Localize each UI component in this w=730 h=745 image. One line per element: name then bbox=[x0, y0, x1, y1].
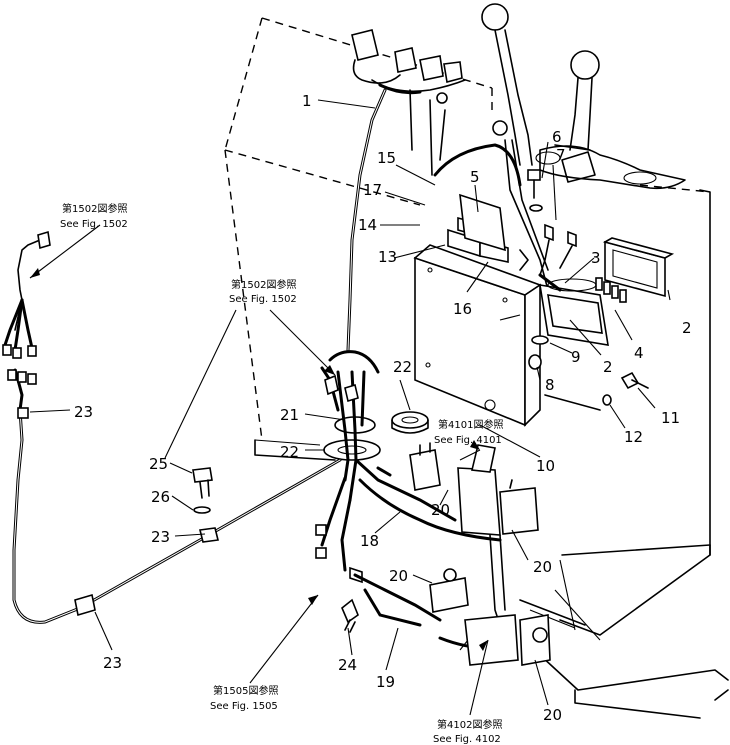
figure-references: 第1502図参照 See Fig. 1502 第1502図参照 See Fig.… bbox=[60, 202, 503, 745]
harness-bundle bbox=[315, 350, 457, 584]
ref-fig1502-mid-en: See Fig. 1502 bbox=[229, 294, 297, 305]
callout-25: 25 bbox=[149, 455, 168, 473]
bolt-6 bbox=[527, 169, 543, 212]
callout-10: 10 bbox=[536, 457, 555, 475]
arrow-icon bbox=[470, 440, 480, 450]
part-24 bbox=[341, 598, 359, 633]
left-harness-23 bbox=[2, 230, 342, 624]
bracket-center bbox=[457, 444, 519, 666]
switch-20-b bbox=[499, 479, 539, 535]
callout-19: 19 bbox=[376, 673, 395, 691]
callout-1: 1 bbox=[302, 92, 312, 110]
callout-6: 6 bbox=[552, 128, 562, 146]
cab-structure bbox=[224, 17, 729, 719]
callout-22: 22 bbox=[393, 358, 412, 376]
callout-22: 22 bbox=[280, 443, 299, 461]
callout-21: 21 bbox=[280, 406, 299, 424]
callout-20: 20 bbox=[431, 501, 450, 519]
callout-9: 9 bbox=[571, 348, 581, 366]
callout-26: 26 bbox=[151, 488, 170, 506]
ref-fig1502-top-en: See Fig. 1502 bbox=[60, 219, 128, 230]
callout-23: 23 bbox=[151, 528, 170, 546]
arrow-icon bbox=[324, 365, 335, 375]
callout-14: 14 bbox=[358, 216, 377, 234]
washer-9-nut-8 bbox=[528, 335, 549, 370]
ref-fig1502-mid-jp: 第1502図参照 bbox=[231, 278, 296, 291]
callout-12: 12 bbox=[624, 428, 643, 446]
top-connector-cluster bbox=[351, 29, 549, 291]
ref-fig1505-en: See Fig. 1505 bbox=[210, 701, 278, 712]
callout-20: 20 bbox=[533, 558, 552, 576]
callout-2: 2 bbox=[603, 358, 613, 376]
callout-8: 8 bbox=[545, 376, 555, 394]
cover-2 bbox=[602, 237, 675, 298]
callout-24: 24 bbox=[338, 656, 357, 674]
callout-20: 20 bbox=[389, 567, 408, 585]
washer-26 bbox=[193, 506, 211, 514]
lamps-4 bbox=[595, 277, 627, 303]
bolt-11 bbox=[620, 371, 649, 390]
callout-23: 23 bbox=[103, 654, 122, 672]
unit-5 bbox=[459, 193, 506, 252]
nut-12 bbox=[602, 394, 612, 406]
callout-13: 13 bbox=[378, 248, 397, 266]
callout-5: 5 bbox=[470, 168, 480, 186]
callout-2: 2 bbox=[682, 319, 692, 337]
callout-3: 3 bbox=[591, 249, 601, 267]
callout-15: 15 bbox=[377, 149, 396, 167]
ref-fig1502-top-jp: 第1502図参照 bbox=[62, 202, 127, 215]
switch-20-c bbox=[429, 568, 469, 613]
lever-knob-left-icon bbox=[481, 3, 509, 31]
ref-fig1505-jp: 第1505図参照 bbox=[213, 684, 278, 697]
callout-17: 17 bbox=[363, 181, 382, 199]
ref-fig4102-jp: 第4102図参照 bbox=[437, 718, 502, 731]
callout-23: 23 bbox=[74, 403, 93, 421]
ref-fig4102-en: See Fig. 4102 bbox=[433, 734, 501, 745]
arrowheads bbox=[30, 268, 488, 651]
switch-20-a bbox=[409, 442, 441, 491]
leader-lines bbox=[29, 99, 671, 716]
callout-16: 16 bbox=[453, 300, 472, 318]
lever-knob-right-icon bbox=[570, 50, 600, 80]
arrow-icon bbox=[308, 595, 318, 605]
bolt-25 bbox=[192, 467, 213, 499]
callout-4: 4 bbox=[634, 344, 644, 362]
callout-20: 20 bbox=[543, 706, 562, 724]
switch-20-d bbox=[519, 614, 551, 666]
callout-labels: 1 2 2 3 4 5 6 7 8 9 10 11 12 13 14 15 16… bbox=[74, 92, 692, 724]
monitor-3 bbox=[538, 273, 609, 346]
control-levers bbox=[481, 3, 686, 190]
callout-11: 11 bbox=[661, 409, 680, 427]
callout-7: 7 bbox=[556, 146, 566, 164]
harness-1 bbox=[346, 88, 387, 352]
arrow-icon bbox=[30, 268, 40, 278]
callout-18: 18 bbox=[360, 532, 379, 550]
arrow-icon bbox=[479, 640, 488, 651]
connector-7 bbox=[539, 223, 577, 276]
ref-fig4101-en: See Fig. 4101 bbox=[434, 435, 502, 446]
ref-fig4101-jp: 第4101図参照 bbox=[438, 418, 503, 431]
